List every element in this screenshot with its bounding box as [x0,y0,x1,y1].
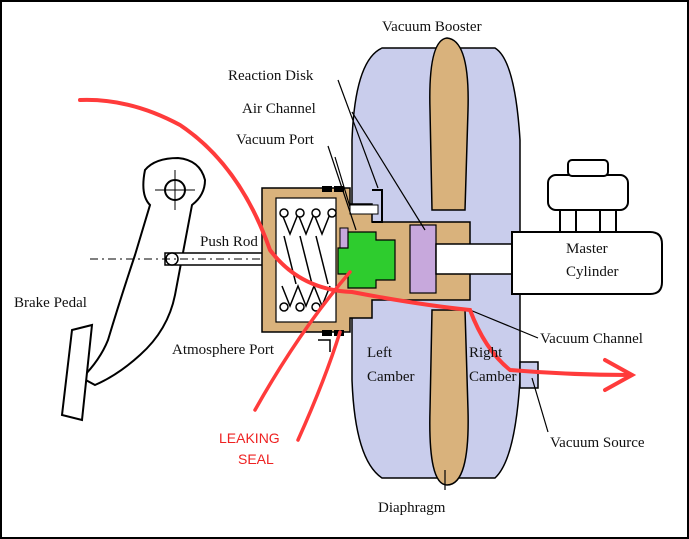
label-diaphragm: Diaphragm [378,500,446,516]
leak-indicator-lines [253,270,352,442]
master-cylinder [511,159,663,295]
label-reaction-disk: Reaction Disk [228,68,314,84]
label-left-camber-line1: Left [367,345,393,361]
diaphragm [429,37,469,486]
annotation-leaking: LEAKING [219,430,280,446]
label-push-rod: Push Rod [200,234,258,250]
label-air-channel: Air Channel [242,101,316,117]
label-left-camber-line2: Camber [367,369,414,385]
annotation-seal: SEAL [238,451,274,467]
air-channel-bracket [372,189,383,223]
reaction-disk [409,224,437,294]
leak-path-arrow [78,97,637,392]
air-channel-slot [349,204,379,215]
label-right-camber-line1: Right [469,345,503,361]
vacuum-source-fitting [519,361,539,389]
label-master-cylinder-line1: Master [566,241,608,257]
label-brake-pedal: Brake Pedal [14,295,87,311]
label-right-camber-line2: Camber [469,369,516,385]
atmosphere-port-opening [318,339,331,352]
label-vacuum-port: Vacuum Port [236,132,315,148]
label-vacuum-channel: Vacuum Channel [540,331,643,347]
leader-lines [327,79,549,490]
label-vacuum-booster: Vacuum Booster [382,19,482,35]
label-master-cylinder-line2: Cylinder [566,264,619,280]
label-vacuum-source: Vacuum Source [550,435,645,451]
vacuum-port-plate [339,227,349,251]
seal-top [322,186,344,192]
label-atmosphere-port: Atmosphere Port [172,342,275,358]
poppet-valve [337,231,396,289]
brake-pedal [60,156,207,422]
